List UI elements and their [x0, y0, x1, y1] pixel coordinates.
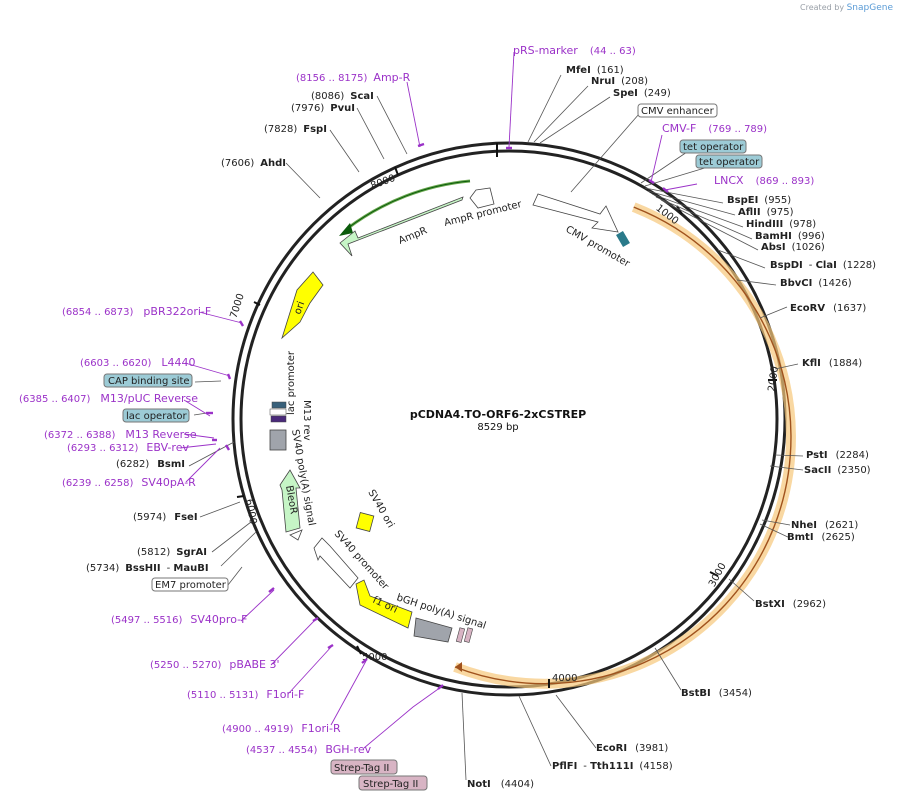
enzyme-sacii: SacII(2350) [804, 465, 871, 476]
plasmid-size: 8529 bp [477, 422, 518, 433]
enzyme-nrui: NruI(208) [591, 76, 648, 87]
primer-marks [206, 142, 669, 690]
enzyme-absi: AbsI(1026) [761, 242, 825, 253]
primer-leaders [179, 51, 698, 749]
enzyme-hindiii: HindIII(978) [746, 219, 816, 230]
label-ampr: AmpR [397, 225, 429, 246]
enzyme-nhei: NheI(2621) [791, 520, 858, 531]
primer-f1ori-f: (5110 .. 5131)F1ori-F [187, 688, 304, 701]
enzyme-pflfi-tth111i: PflFI- Tth111I(4158) [552, 761, 673, 772]
enzyme-pvui: (7976)PvuI [291, 103, 355, 114]
feature-strep-1-shape [455, 627, 466, 643]
amp-r-line [347, 180, 471, 229]
enzyme-mfei: MfeI(161) [566, 65, 624, 76]
backbone-inner-ring [239, 149, 779, 689]
snapgene-credit: Created by SnapGene [800, 3, 893, 13]
tick-2000: 2000 [767, 366, 781, 393]
tick-marks [236, 143, 777, 688]
boxed-tet-operator-2: tet operator [699, 157, 760, 168]
enzyme-bspdi-clai: BspDI- ClaI(1228) [770, 260, 876, 271]
feature-cmv-promoter-shape [532, 193, 619, 233]
primer-prs-marker: pRS-marker(44 .. 63) [513, 44, 636, 57]
label-cmv-promoter: CMV promoter [564, 224, 633, 270]
primer-f1ori-r: (4900 .. 4919)F1ori-R [222, 722, 341, 735]
tick-5000: 5000 [362, 652, 387, 663]
enzyme-bstxi: BstXI(2962) [755, 599, 826, 610]
primer-cmv-f: CMV-F(769 .. 789) [662, 122, 767, 135]
boxed-strep-tag-1: Strep-Tag II [334, 763, 389, 774]
primer-sv40pa-r: (6239 .. 6258)SV40pA-R [62, 476, 196, 489]
feature-em7-shape [289, 529, 303, 541]
label-m13-rev: M13 rev [301, 400, 312, 441]
enzyme-bmti: BmtI(2625) [787, 532, 855, 543]
primer-bgh-rev: (4537 .. 4554)BGH-rev [246, 743, 372, 756]
feature-ampr-shape [339, 196, 464, 257]
tick-4000: 4000 [552, 673, 577, 684]
enzyme-noti: NotI(4404) [467, 779, 534, 790]
feature-lac-promoter-shape [271, 401, 287, 409]
primer-pbabe-3: (5250 .. 5270)pBABE 3' [150, 658, 280, 671]
enzyme-fspi: (7828)FspI [264, 124, 327, 135]
orf-arc-head [455, 662, 462, 672]
enzyme-aflii: AflII(975) [738, 207, 794, 218]
label-lac-promoter: lac promoter [286, 350, 297, 415]
tick-7000: 7000 [229, 292, 247, 320]
tick-8000: 8000 [369, 173, 397, 192]
boxed-strep-tag-2: Strep-Tag II [363, 779, 418, 790]
boxed-tet-operator-1: tet operator [683, 142, 744, 153]
enzyme-bspei: BspEI(955) [727, 195, 791, 206]
enzyme-labels: MfeI(161) NruI(208) SpeI(249) BspEI(955)… [86, 65, 876, 790]
feature-lac-operator-shape [270, 415, 287, 423]
feature-bleor-shape [279, 469, 301, 533]
label-bleor: BleoR [283, 485, 299, 515]
feature-bgh-shape [413, 617, 453, 643]
enzyme-spei: SpeI(249) [613, 88, 671, 99]
feature-sv40-promoter-shape [313, 537, 359, 589]
enzyme-fsei: (5974)FseI [133, 512, 198, 523]
enzyme-bsmi: (6282)BsmI [116, 459, 185, 470]
primer-ebv-rev: (6293 .. 6312)EBV-rev [67, 441, 189, 454]
enzyme-bsshii-maubi: (5734)BssHII- MauBI [86, 563, 209, 574]
enzyme-sgrai: (5812)SgrAI [137, 547, 207, 558]
enzyme-psti: PstI(2284) [806, 450, 869, 461]
label-ori: ori [292, 300, 307, 316]
orf-arc-highlight [453, 202, 797, 689]
enzyme-bamhi: BamHI(996) [755, 231, 825, 242]
plasmid-name: pCDNA4.TO-ORF6-2xCSTREP [410, 408, 586, 421]
feature-amp-promoter-shape [469, 187, 495, 209]
boxed-cmv-enhancer: CMV enhancer [641, 106, 715, 117]
primer-labels: pRS-marker(44 .. 63) CMV-F(769 .. 789) L… [19, 44, 814, 756]
boxed-lac-operator: lac operator [126, 411, 187, 422]
primer-m13-reverse: (6372 .. 6388)M13 Reverse [44, 428, 197, 441]
boxed-cap-binding-site: CAP binding site [108, 376, 190, 387]
tick-6000: 6000 [243, 498, 258, 525]
feature-ori-shape [281, 271, 324, 340]
boxed-features: CMV enhancer tet operator tet operator C… [103, 103, 763, 791]
amp-r-line-head [339, 223, 353, 236]
feature-strep-2-shape [463, 627, 474, 643]
primer-l4440: (6603 .. 6620)L4440 [80, 356, 196, 369]
feature-sv40-ori-shape [355, 511, 375, 533]
enzyme-kfli: KflI(1884) [802, 358, 862, 369]
feature-tet-block [616, 230, 630, 248]
enzyme-bstbi: BstBI(3454) [681, 688, 752, 699]
feature-m13-rev-shape [269, 408, 287, 416]
orf-arc [454, 206, 792, 685]
primer-lncx: LNCX(869 .. 893) [714, 174, 814, 187]
enzyme-leaders [188, 74, 804, 781]
feature-sv40pa-shape [269, 429, 287, 451]
enzyme-ecorv: EcoRV(1637) [790, 303, 866, 314]
enzyme-ahdi: (7606)AhdI [221, 158, 286, 169]
enzyme-scai: (8086)ScaI [311, 91, 374, 102]
enzyme-ecori: EcoRI(3981) [596, 743, 668, 754]
primer-pbr322ori-f: (6854 .. 6873)pBR322ori-F [62, 305, 211, 318]
boxed-em7-promoter: EM7 promoter [155, 580, 227, 591]
primer-m13-puc-reverse: (6385 .. 6407)M13/pUC Reverse [19, 392, 198, 405]
enzyme-bbvci: BbvCI(1426) [780, 278, 852, 289]
primer-amp-r: (8156 .. 8175)Amp-R [296, 71, 411, 84]
feature-f1-ori-shape [355, 579, 413, 629]
primer-sv40pro-f: (5497 .. 5516)SV40pro-F [111, 613, 247, 626]
